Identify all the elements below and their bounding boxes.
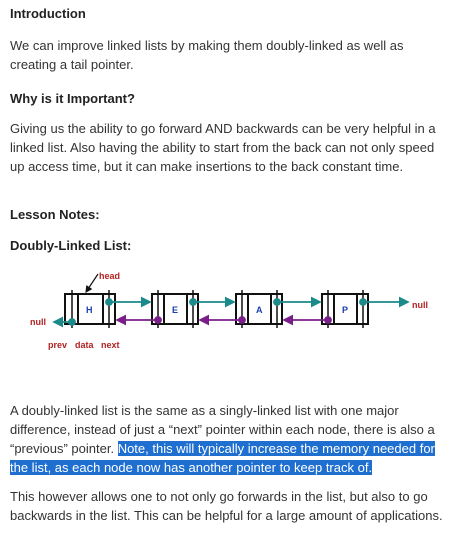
- introduction-heading: Introduction: [10, 6, 86, 21]
- head-pointer: [85, 273, 99, 293]
- doubly-linked-heading: Doubly-Linked List:: [10, 238, 132, 253]
- null-left-label: null: [30, 317, 46, 327]
- node-data: A: [256, 305, 263, 315]
- paragraph-1-text: A doubly-linked list is the same as a si…: [10, 403, 435, 456]
- body-paragraph-1: A doubly-linked list is the same as a si…: [10, 401, 445, 477]
- why-text: Giving us the ability to go forward AND …: [10, 121, 436, 174]
- lesson-notes-heading: Lesson Notes:: [10, 207, 100, 222]
- null-prev-pointer: [52, 316, 76, 328]
- node-data: E: [172, 305, 178, 315]
- body-paragraph-2: This however allows one to not only go f…: [10, 489, 443, 523]
- legend-prev: prev: [48, 340, 67, 350]
- prev-pointers: [115, 314, 332, 326]
- doubly-linked-list-diagram: head null null H E: [30, 271, 428, 350]
- legend-data: data: [75, 340, 95, 350]
- node-data: P: [342, 305, 348, 315]
- introduction-text: We can improve linked lists by making th…: [10, 38, 404, 72]
- head-label: head: [99, 271, 120, 281]
- legend-next: next: [101, 340, 120, 350]
- node-e: E: [151, 290, 199, 328]
- why-heading: Why is it Important?: [10, 91, 135, 106]
- node-data: H: [86, 305, 93, 315]
- null-right-label: null: [412, 300, 428, 310]
- next-pointers: [105, 296, 410, 308]
